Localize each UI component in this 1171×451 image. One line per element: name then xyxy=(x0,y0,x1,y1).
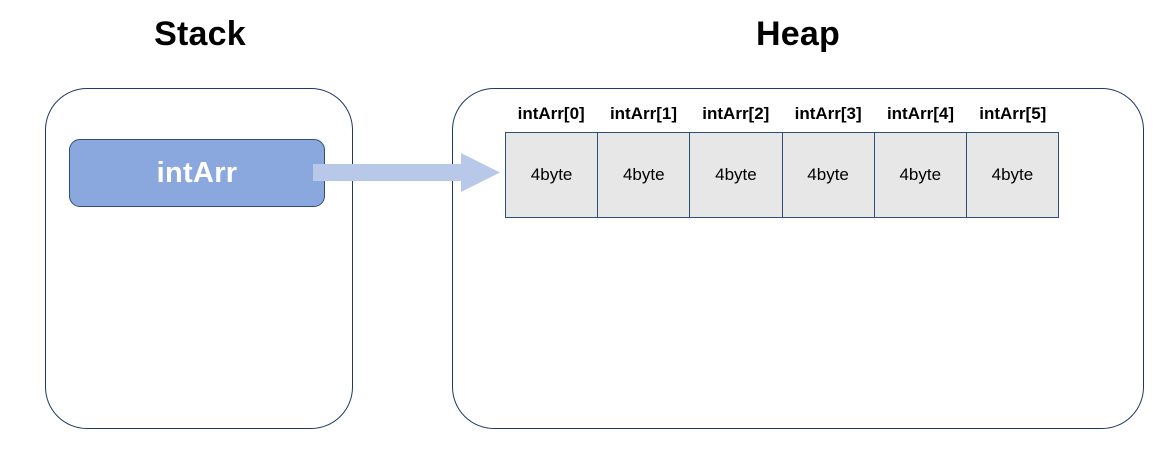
array-cell: 4byte xyxy=(782,133,875,217)
heap-title: Heap xyxy=(756,15,840,53)
array-cell: 4byte xyxy=(874,133,967,217)
array-index-label: intArr[4] xyxy=(886,104,954,123)
array-cell: 4byte xyxy=(506,133,599,217)
pointer-arrow xyxy=(313,152,501,193)
array-cell: 4byte xyxy=(690,133,783,217)
array-index-label: intArr[5] xyxy=(979,104,1047,123)
heap-array: intArr[0] intArr[1] intArr[2] intArr[3] … xyxy=(505,96,1059,218)
array-cell: 4byte xyxy=(598,133,691,217)
array-index-row: intArr[0] intArr[1] intArr[2] intArr[3] … xyxy=(505,96,1059,132)
stack-title: Stack xyxy=(154,15,246,53)
array-cells-row: 4byte 4byte 4byte 4byte 4byte 4byte xyxy=(505,132,1059,218)
pointer-arrow-icon xyxy=(313,153,500,192)
array-index-label: intArr[1] xyxy=(609,104,678,123)
array-index-label: intArr[2] xyxy=(702,104,770,123)
array-cell: 4byte xyxy=(966,133,1059,217)
stack-variable-label: intArr xyxy=(156,156,238,189)
array-index-label: intArr[0] xyxy=(517,104,585,123)
array-index-label: intArr[3] xyxy=(794,104,862,123)
stack-variable-intarr: intArr xyxy=(69,139,325,207)
